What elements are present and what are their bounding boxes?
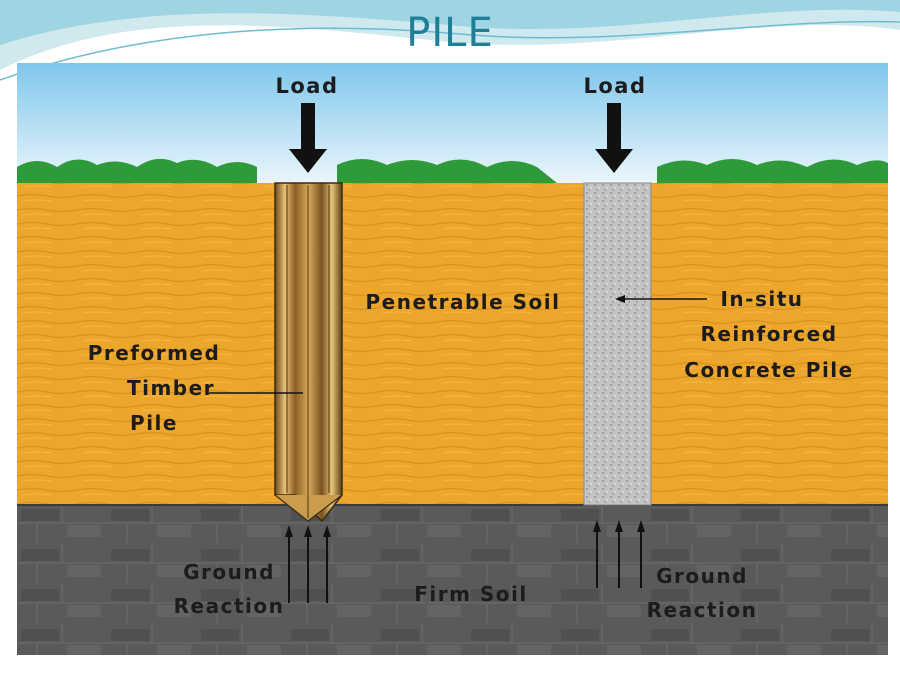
pile-diagram: Load Load Penetrable Soil Preformed Timb… [17, 63, 888, 655]
concrete-pile-leader [615, 295, 707, 303]
ground-reaction-right-line-2: Reaction [647, 598, 758, 622]
concrete-pile-label-line-2: Reinforced [700, 322, 837, 346]
grass-strip [17, 158, 888, 183]
penetrable-soil-layer [17, 183, 888, 505]
penetrable-soil-label: Penetrable Soil [366, 290, 561, 314]
timber-pile-label-line-1: Preformed [88, 341, 221, 365]
concrete-pile [583, 182, 652, 506]
concrete-pile-label-line-1: In-situ [720, 287, 803, 311]
ground-reaction-arrows-left [285, 525, 331, 603]
top-wave-line [0, 20, 900, 81]
firm-soil-label: Firm Soil [414, 582, 528, 606]
timber-pile-label-line-3: Pile [130, 411, 178, 435]
ground-reaction-right-line-1: Ground [656, 564, 748, 588]
slide-title: PILE [406, 10, 494, 56]
load-arrow-right [595, 103, 633, 173]
top-wave-accent [0, 0, 900, 45]
ground-reaction-left-line-2: Reaction [174, 594, 285, 618]
ground-reaction-left-line-1: Ground [183, 560, 275, 584]
load-arrow-left [289, 103, 327, 173]
timber-pile-label-line-2: Timber [127, 376, 215, 400]
firm-soil-layer [17, 505, 888, 655]
concrete-pile-label-line-3: Concrete Pile [684, 358, 853, 382]
ground-reaction-arrows-right [593, 520, 645, 588]
timber-pile [274, 182, 343, 523]
load-label-right: Load [583, 74, 646, 98]
load-label-left: Load [275, 74, 338, 98]
